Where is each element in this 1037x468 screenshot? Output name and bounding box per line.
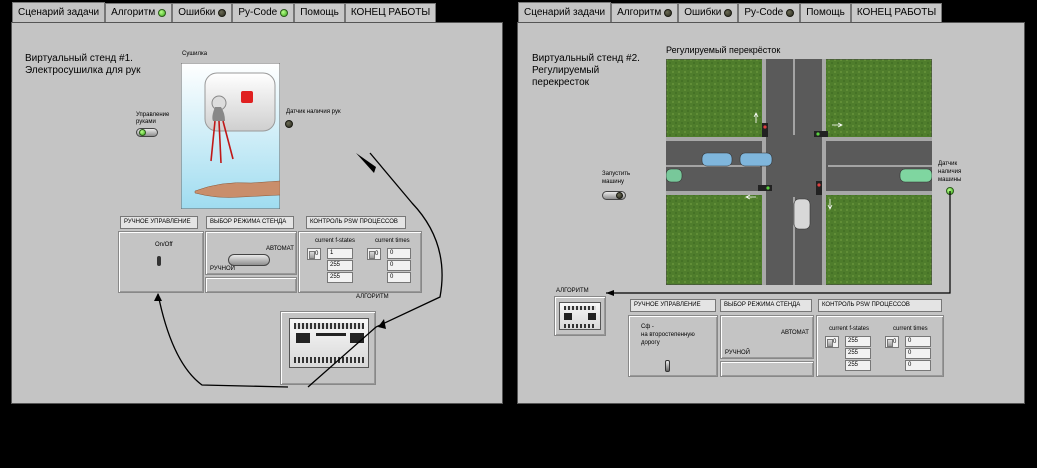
current-times-label: current times xyxy=(375,238,410,244)
time-value: 0 xyxy=(387,248,411,259)
mode-select-extra-box xyxy=(205,277,297,293)
stand-title-line-2: Регулируемый xyxy=(532,65,600,76)
car-sensor-label-3: машины xyxy=(938,177,962,183)
left-tabbar: Сценарий задачи Алгоритм Ошибки Py-Code … xyxy=(12,2,437,22)
hands-control-led-icon xyxy=(139,129,146,136)
tab-pycode[interactable]: Py-Code xyxy=(738,3,801,22)
mode-manual-label: РУЧНОЙ xyxy=(725,350,750,356)
fstate-value: 255 xyxy=(845,336,871,347)
psw-control-box: current f-states current times 0 255 255… xyxy=(816,315,944,377)
car-sensor-label-1: Датчик xyxy=(938,161,958,167)
pycode-status-led-icon xyxy=(786,9,795,17)
crossroad-label: Регулируемый перекрёсток xyxy=(666,45,781,55)
time-value: 0 xyxy=(905,360,931,371)
time-value: 0 xyxy=(387,260,411,271)
onoff-switch[interactable] xyxy=(157,256,161,266)
sf-label-3: дорогу xyxy=(641,340,660,346)
times-index-spinner[interactable]: 0 xyxy=(367,248,381,260)
start-car-label-1: Запустить xyxy=(602,171,631,177)
plc-controller-image xyxy=(289,318,369,368)
mode-select-header: ВЫБОР РЕЖИМА СТЕНДА xyxy=(206,216,294,229)
plc-box[interactable] xyxy=(280,311,376,385)
tab-end[interactable]: КОНЕЦ РАБОТЫ xyxy=(344,3,437,22)
tab-end[interactable]: КОНЕЦ РАБОТЫ xyxy=(850,3,943,22)
sf-label-2: на второстепенную xyxy=(641,332,695,338)
errors-status-led-icon xyxy=(218,9,227,17)
hand-dryer-image xyxy=(181,63,280,209)
connection-arrow xyxy=(606,191,951,296)
plc-box[interactable] xyxy=(554,296,606,336)
tab-pycode[interactable]: Py-Code xyxy=(232,3,295,22)
tab-errors[interactable]: Ошибки xyxy=(678,3,739,22)
mode-toggle[interactable] xyxy=(228,254,270,266)
start-car-toggle[interactable] xyxy=(602,191,626,200)
mode-select-box: АВТОМАТ РУЧНОЙ xyxy=(720,315,814,359)
stand-title-line-1: Виртуальный стенд #1. xyxy=(25,53,133,64)
mode-select-box: АВТОМАТ РУЧНОЙ xyxy=(205,231,297,275)
hand-sensor-label: Датчик наличия рук xyxy=(286,109,341,115)
tab-scenario[interactable]: Сценарий задачи xyxy=(12,2,106,22)
manual-control-header: РУЧНОЕ УПРАВЛЕНИЕ xyxy=(120,216,198,229)
tab-help[interactable]: Помощь xyxy=(294,3,345,22)
time-value: 0 xyxy=(905,336,931,347)
manual-control-header: РУЧНОЕ УПРАВЛЕНИЕ xyxy=(630,299,716,312)
intersection-view xyxy=(666,59,932,285)
fstate-value: 255 xyxy=(327,260,353,271)
manual-control-box: Сф - на второстепенную дорогу xyxy=(628,315,718,377)
fstates-index-spinner[interactable]: 0 xyxy=(825,336,839,348)
tab-scenario[interactable]: Сценарий задачи xyxy=(518,2,612,22)
left-stand-panel: Виртуальный стенд #1. Электросушилка для… xyxy=(11,22,503,404)
psw-control-box: current f-states current times 0 1 255 2… xyxy=(298,231,422,293)
algorithm-label: АЛГОРИТМ xyxy=(356,294,389,300)
fstate-value: 255 xyxy=(845,348,871,359)
current-fstates-label: current f-states xyxy=(829,326,870,332)
fstate-value: 1 xyxy=(327,248,353,259)
sf-label-1: Сф - xyxy=(641,324,654,330)
algorithm-status-led-icon xyxy=(664,9,673,17)
algorithm-label: АЛГОРИТМ xyxy=(556,288,589,294)
fstates-index-spinner[interactable]: 0 xyxy=(307,248,321,260)
start-car-led-icon xyxy=(616,192,623,199)
times-index-spinner[interactable]: 0 xyxy=(885,336,899,348)
tab-help[interactable]: Помощь xyxy=(800,3,851,22)
hands-control-label-2: руками xyxy=(136,119,156,125)
time-value: 0 xyxy=(387,272,411,283)
tab-algorithm[interactable]: Алгоритм xyxy=(611,3,679,22)
dryer-label: Сушилка xyxy=(182,51,208,57)
right-stand-panel: Виртуальный стенд #2. Регулируемый перек… xyxy=(517,22,1025,404)
time-value: 0 xyxy=(905,348,931,359)
stand-title-line-1: Виртуальный стенд #2. xyxy=(532,53,640,64)
psw-control-header: КОНТРОЛЬ PSW ПРОЦЕССОВ xyxy=(306,216,406,229)
connection-arrows xyxy=(154,152,443,388)
mode-select-extra-box xyxy=(720,361,814,377)
errors-status-led-icon xyxy=(724,9,733,17)
mode-auto-label: АВТОМАТ xyxy=(781,330,809,336)
fstate-value: 255 xyxy=(845,360,871,371)
mode-manual-label: РУЧНОЙ xyxy=(210,266,235,272)
plc-controller-image xyxy=(559,302,601,330)
stand-title-line-3: перекресток xyxy=(532,77,590,88)
manual-control-box: On/Off xyxy=(118,231,204,293)
current-times-label: current times xyxy=(893,326,928,332)
start-car-label-2: машину xyxy=(602,179,624,185)
psw-control-header: КОНТРОЛЬ PSW ПРОЦЕССОВ xyxy=(818,299,942,312)
pycode-status-led-icon xyxy=(280,9,289,17)
right-tabbar: Сценарий задачи Алгоритм Ошибки Py-Code … xyxy=(518,2,943,22)
sf-switch[interactable] xyxy=(665,360,670,372)
algorithm-status-led-icon xyxy=(158,9,167,17)
hands-control-label-1: Управление xyxy=(136,112,170,118)
mode-auto-label: АВТОМАТ xyxy=(266,246,294,252)
stand-title-line-2: Электросушилка для рук xyxy=(25,65,141,76)
hand-sensor-led-icon xyxy=(285,120,293,128)
fstate-value: 255 xyxy=(327,272,353,283)
hands-control-toggle[interactable] xyxy=(136,128,158,137)
car-sensor-label-2: наличия xyxy=(938,169,962,175)
tab-errors[interactable]: Ошибки xyxy=(172,3,233,22)
tab-algorithm[interactable]: Алгоритм xyxy=(105,3,173,22)
current-fstates-label: current f-states xyxy=(315,238,356,244)
onoff-label: On/Off xyxy=(155,242,173,248)
mode-select-header: ВЫБОР РЕЖИМА СТЕНДА xyxy=(720,299,812,312)
caption-band xyxy=(0,412,1037,452)
